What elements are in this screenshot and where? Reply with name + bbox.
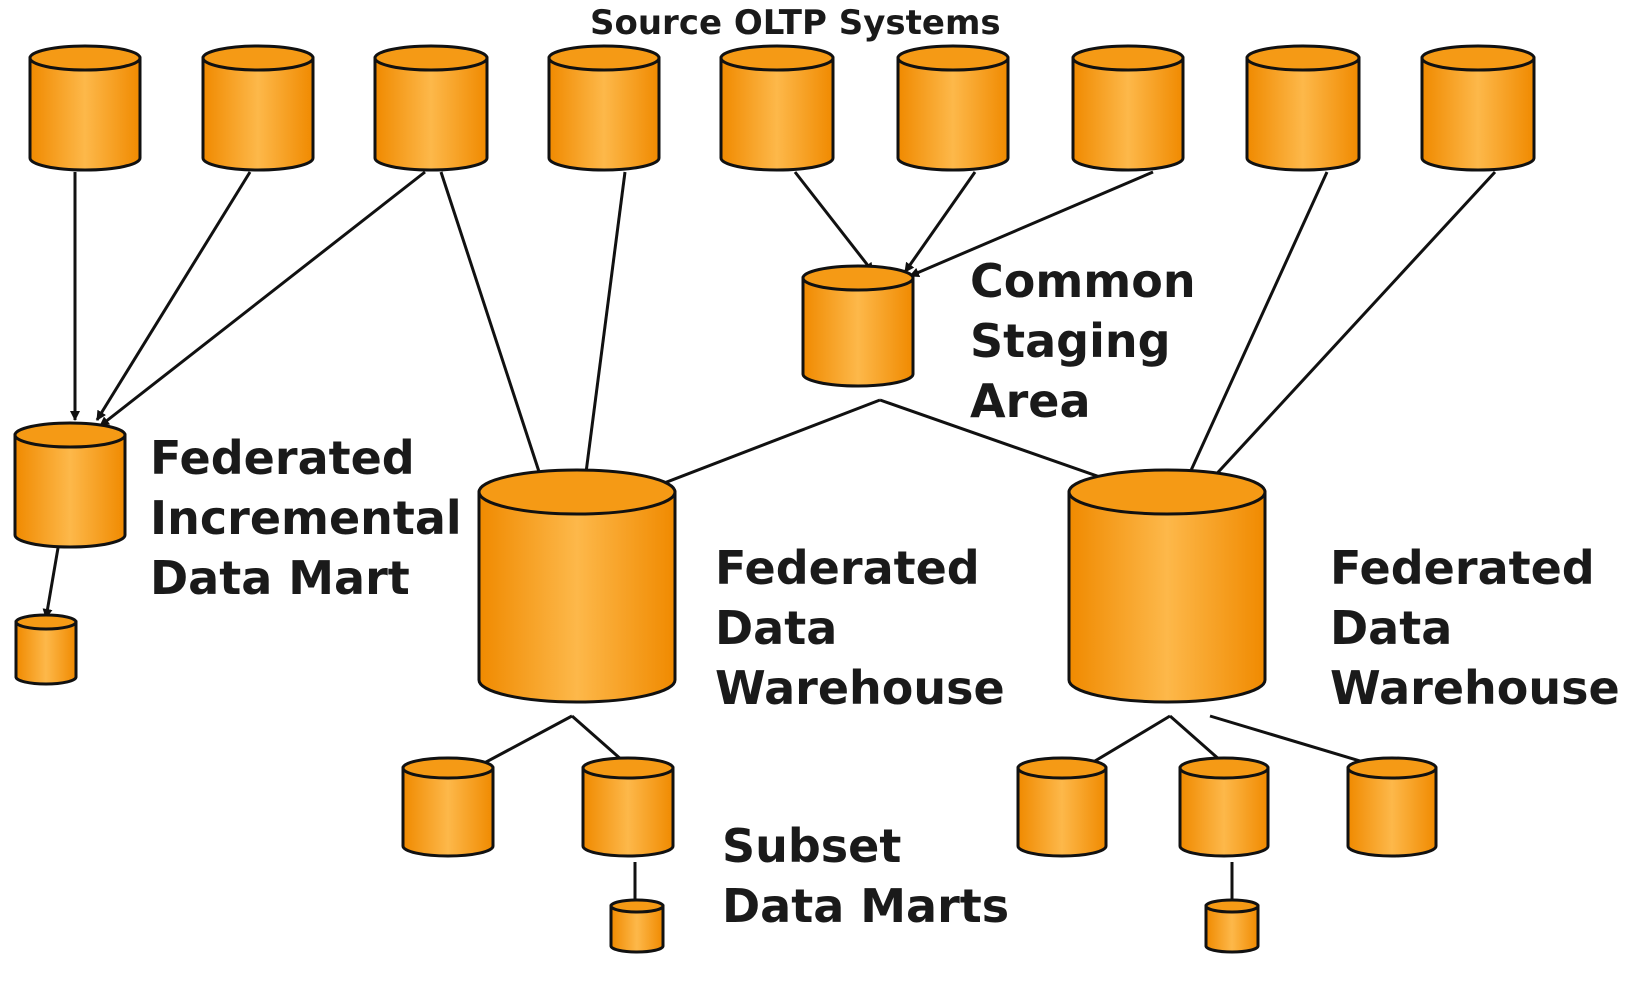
warehouse-right-database-icon: [1067, 468, 1267, 704]
edge-src5-to-staging: [793, 171, 875, 273]
cylinder-body: [401, 766, 495, 858]
cylinder-body: [1346, 766, 1438, 858]
cylinder-top: [1071, 44, 1185, 72]
incremental-mart-label-line: Federated: [150, 431, 415, 485]
staging-database-icon: [801, 264, 915, 388]
src7-database-icon: [1071, 44, 1185, 172]
cylinder-body: [13, 433, 127, 549]
cylinder-top: [1204, 898, 1260, 914]
incremental-mart-label: Federated Incremental Data Mart: [150, 435, 462, 615]
mart-r2-database-icon: [1178, 756, 1270, 858]
edge-src3-to-warehouse-left: [439, 171, 547, 491]
cylinder-body: [1071, 56, 1185, 172]
cylinder-top: [28, 44, 142, 72]
cylinder-top: [477, 468, 677, 516]
edge-src7-to-staging: [909, 170, 1154, 278]
subset-marts-label-line: Subset: [722, 819, 902, 873]
cylinder-top: [14, 613, 78, 631]
src4-database-icon: [547, 44, 661, 172]
cylinder-body: [28, 56, 142, 172]
cylinder-body: [896, 56, 1010, 172]
warehouse-right-label: Federated Data Warehouse: [1330, 545, 1620, 725]
staging-label: Common Staging Area: [970, 258, 1196, 438]
edge-incremental-mart-to-incremental-sub: [42, 547, 60, 619]
staging-label-line: Area: [970, 374, 1091, 428]
src9-database-icon: [1420, 44, 1536, 172]
edge-src2-to-incremental-mart: [95, 171, 252, 421]
cylinder-top: [13, 421, 127, 449]
incremental-sub-database-icon: [14, 613, 78, 686]
mart-l2-sub-database-icon: [609, 898, 665, 954]
subset-marts-label-line: Data Marts: [722, 879, 1010, 933]
staging-label-line: Common: [970, 254, 1196, 308]
src3-database-icon: [373, 44, 489, 172]
cylinder-top: [1245, 44, 1361, 72]
mart-r1-database-icon: [1016, 756, 1108, 858]
cylinder-top: [547, 44, 661, 72]
cylinder-top: [373, 44, 489, 72]
warehouse-left-label: Federated Data Warehouse: [715, 545, 1005, 725]
cylinder-top: [1016, 756, 1108, 780]
cylinder-body: [1420, 56, 1536, 172]
cylinder-top: [609, 898, 665, 914]
cylinder-top: [1067, 468, 1267, 516]
cylinder-body: [801, 276, 915, 388]
warehouse-right-label-line: Data: [1330, 601, 1453, 655]
cylinder-body: [719, 56, 835, 172]
cylinder-top: [801, 264, 915, 292]
incremental-mart-label-line: Data Mart: [150, 551, 410, 605]
cylinder-body: [1204, 904, 1260, 954]
mart-l1-database-icon: [401, 756, 495, 858]
warehouse-left-label-line: Warehouse: [715, 661, 1005, 715]
src6-database-icon: [896, 44, 1010, 172]
warehouse-right-label-line: Warehouse: [1330, 661, 1620, 715]
cylinder-top: [896, 44, 1010, 72]
src8-database-icon: [1245, 44, 1361, 172]
mart-r2-sub-database-icon: [1204, 898, 1260, 954]
cylinder-body: [547, 56, 661, 172]
src5-database-icon: [719, 44, 835, 172]
cylinder-top: [1346, 756, 1438, 780]
cylinder-top: [401, 756, 495, 780]
cylinder-body: [201, 56, 315, 172]
incremental-mart-database-icon: [13, 421, 127, 549]
mart-r3-database-icon: [1346, 756, 1438, 858]
edge-src9-to-warehouse-right: [1196, 170, 1497, 496]
nodes-layer: [13, 44, 1536, 954]
mart-l2-database-icon: [581, 756, 675, 858]
cylinder-body: [477, 490, 677, 704]
cylinder-top: [581, 756, 675, 780]
incremental-mart-label-line: Incremental: [150, 491, 462, 545]
cylinder-body: [1016, 766, 1108, 858]
diagram-title: Source OLTP Systems: [590, 3, 1001, 43]
cylinder-body: [1178, 766, 1270, 858]
warehouse-left-label-line: Federated: [715, 541, 980, 595]
cylinder-body: [14, 620, 78, 686]
staging-label-line: Staging: [970, 314, 1171, 368]
src2-database-icon: [201, 44, 315, 172]
edge-src6-to-staging: [903, 171, 977, 273]
warehouse-left-database-icon: [477, 468, 677, 704]
cylinder-body: [1067, 490, 1267, 704]
src1-database-icon: [28, 44, 142, 172]
cylinder-top: [719, 44, 835, 72]
cylinder-body: [1245, 56, 1361, 172]
cylinder-top: [201, 44, 315, 72]
cylinder-body: [609, 904, 665, 954]
cylinder-body: [373, 56, 489, 172]
edge-src3-to-incremental-mart: [99, 170, 426, 428]
subset-marts-label: Subset Data Marts: [722, 823, 1009, 943]
warehouse-left-label-line: Data: [715, 601, 838, 655]
cylinder-top: [1420, 44, 1536, 72]
cylinder-body: [581, 766, 675, 858]
edge-src4-to-warehouse-left: [580, 171, 627, 489]
warehouse-right-label-line: Federated: [1330, 541, 1595, 595]
cylinder-top: [1178, 756, 1270, 780]
edge-src8-to-warehouse-right: [1181, 171, 1329, 489]
